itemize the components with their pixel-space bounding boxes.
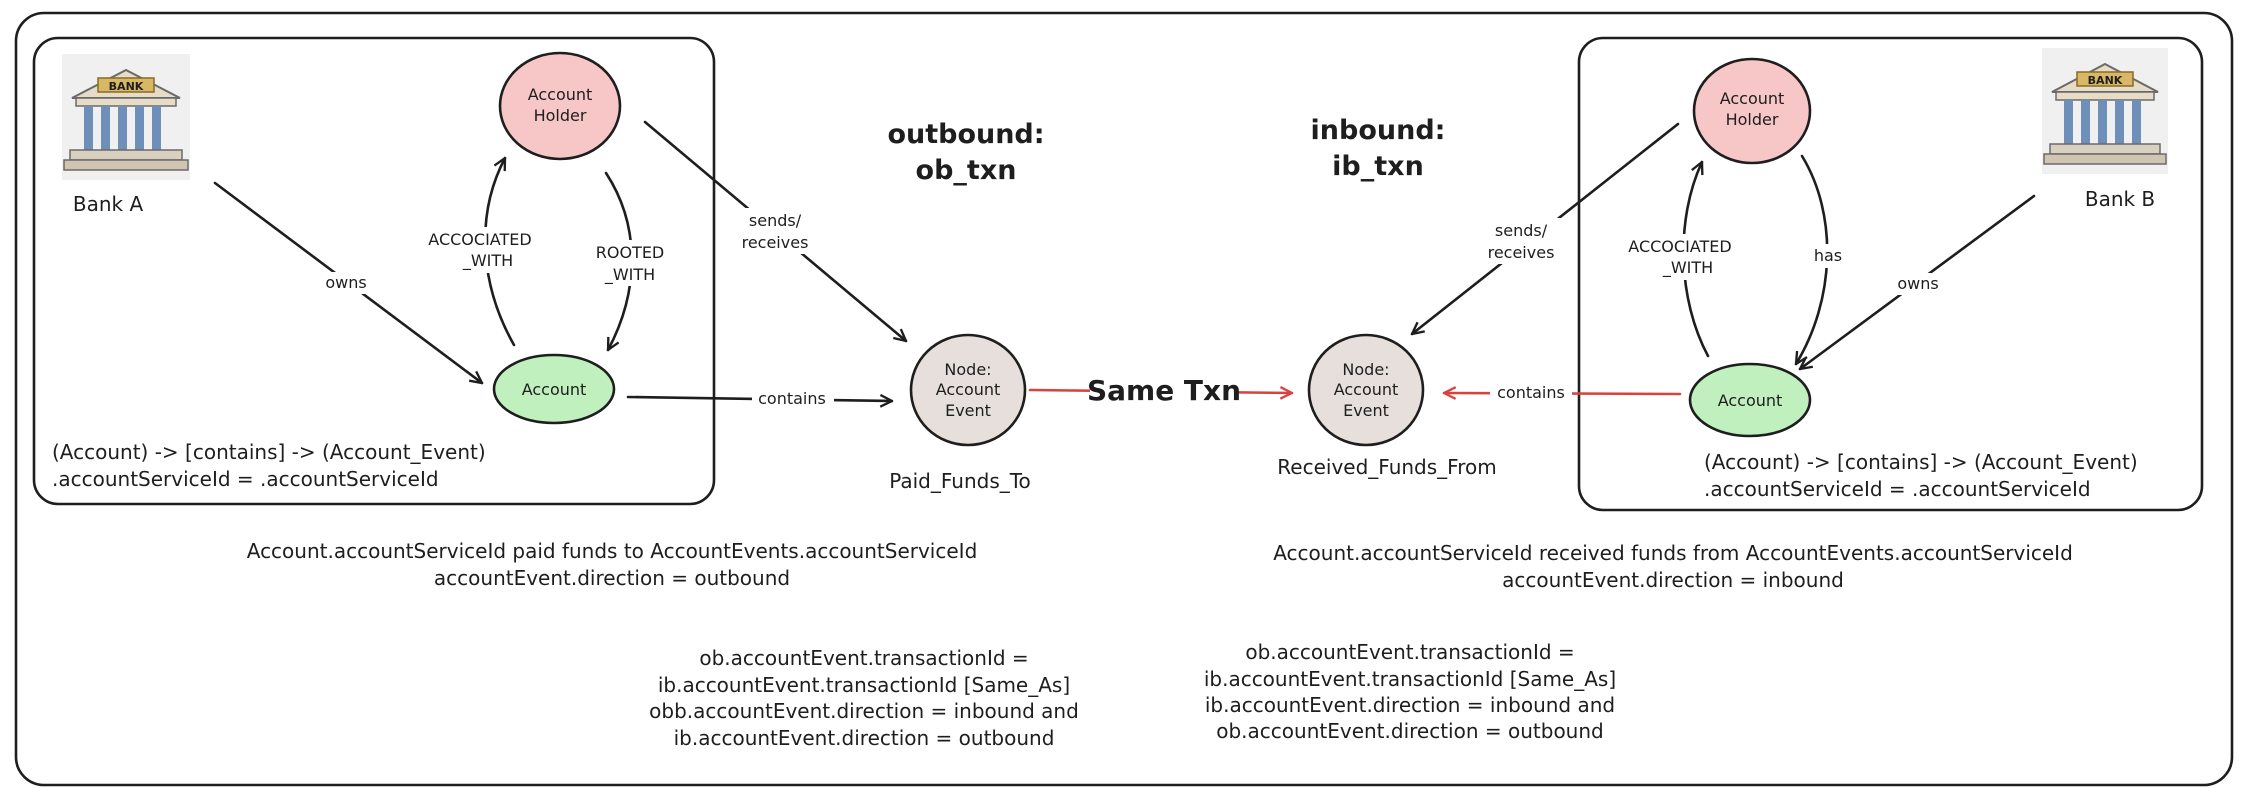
event-ib-line1: Node:: [1342, 360, 1389, 379]
inbound-title-line1: inbound:: [1311, 115, 1446, 146]
edge-sends-receives-b-line2: receives: [1488, 243, 1555, 262]
edge-owns-a-label: owns: [325, 273, 366, 292]
event-ib-line2: Account: [1334, 380, 1399, 399]
edge-owns-b-label: owns: [1897, 274, 1938, 293]
event-ob-line3: Event: [945, 401, 991, 420]
bank-a-icon: BANK: [62, 54, 190, 180]
outbound-desc-line1: Account.accountServiceId paid funds to A…: [247, 539, 978, 563]
account-node-b: [1688, 362, 1812, 438]
account-event-node-ib: [1307, 333, 1425, 447]
account-holder-a-line1: Account: [528, 85, 593, 104]
bank-a-rule-line2: .accountServiceId = .accountServiceId: [52, 467, 439, 491]
edge-contains-a-label: contains: [758, 389, 826, 408]
edge-associated-b-line2: _WITH: [1662, 258, 1713, 278]
inbound-desc-line1: Account.accountServiceId received funds …: [1273, 541, 2073, 565]
account-holder-b-line2: Holder: [1726, 110, 1779, 129]
outbound-desc-line2: accountEvent.direction = outbound: [434, 566, 790, 590]
edge-contains-b-label: contains: [1497, 383, 1565, 402]
edge-associated-a-line1: ACCOCIATED: [428, 230, 531, 249]
outbound-title-line2: ob_txn: [916, 155, 1017, 186]
join-right-line1: ob.accountEvent.transactionId =: [1245, 640, 1574, 664]
account-holder-node-a: [498, 51, 622, 161]
bank-a-sign: BANK: [109, 80, 144, 93]
same-txn-label: Same Txn: [1087, 374, 1241, 407]
join-right-line3: ib.accountEvent.direction = inbound and: [1205, 693, 1615, 717]
account-holder-node-b: [1692, 57, 1812, 165]
join-right-line2: ib.accountEvent.transactionId [Same_As]: [1204, 667, 1616, 691]
join-left-line1: ob.accountEvent.transactionId =: [699, 646, 1028, 670]
event-ob-line2: Account: [936, 380, 1001, 399]
account-holder-a-line2: Holder: [534, 106, 587, 125]
paid-funds-to-label: Paid_Funds_To: [889, 469, 1031, 493]
bank-b-panel: [1577, 36, 2204, 512]
edge-rooted-a-line1: ROOTED: [596, 243, 665, 262]
edge-associated-b-line1: ACCOCIATED: [1628, 237, 1731, 256]
edge-sends-receives-a-line1: sends/: [749, 211, 802, 230]
bank-b-rule-line1: (Account) -> [contains] -> (Account_Even…: [1704, 450, 2138, 474]
bank-a-label: Bank A: [73, 192, 144, 216]
account-holder-b-line1: Account: [1720, 89, 1785, 108]
edge-rooted-a-line2: _WITH: [604, 265, 655, 285]
edge-has-b-label: has: [1814, 246, 1842, 265]
inbound-title-line2: ib_txn: [1332, 151, 1424, 182]
bank-b-sign: BANK: [2088, 74, 2123, 87]
bank-b-rule-line2: .accountServiceId = .accountServiceId: [1704, 477, 2091, 501]
outbound-title-line1: outbound:: [887, 119, 1044, 150]
join-left-line4: ib.accountEvent.direction = outbound: [674, 726, 1055, 750]
account-b-label: Account: [1718, 391, 1783, 410]
inbound-desc-line2: accountEvent.direction = inbound: [1502, 568, 1844, 592]
account-node-a: [492, 353, 616, 425]
account-event-node-ob: [909, 333, 1027, 447]
outer-frame: [14, 11, 2234, 787]
bank-a-panel: [32, 36, 716, 506]
received-funds-from-label: Received_Funds_From: [1277, 455, 1496, 479]
edge-associated-a-line2: _WITH: [462, 251, 513, 271]
join-left-line2: ib.accountEvent.transactionId [Same_As]: [658, 673, 1070, 697]
join-right-line4: ob.accountEvent.direction = outbound: [1216, 719, 1603, 743]
bank-b-icon: BANK: [2042, 48, 2168, 174]
bank-b-label: Bank B: [2085, 187, 2155, 211]
edge-sends-receives-a-line2: receives: [742, 233, 809, 252]
edge-sends-receives-b-line1: sends/: [1495, 221, 1548, 240]
bank-a-rule-line1: (Account) -> [contains] -> (Account_Even…: [52, 440, 486, 464]
join-left-line3: obb.accountEvent.direction = inbound and: [649, 699, 1079, 723]
event-ib-line3: Event: [1343, 401, 1389, 420]
account-a-label: Account: [522, 380, 587, 399]
event-ob-line1: Node:: [944, 360, 991, 379]
